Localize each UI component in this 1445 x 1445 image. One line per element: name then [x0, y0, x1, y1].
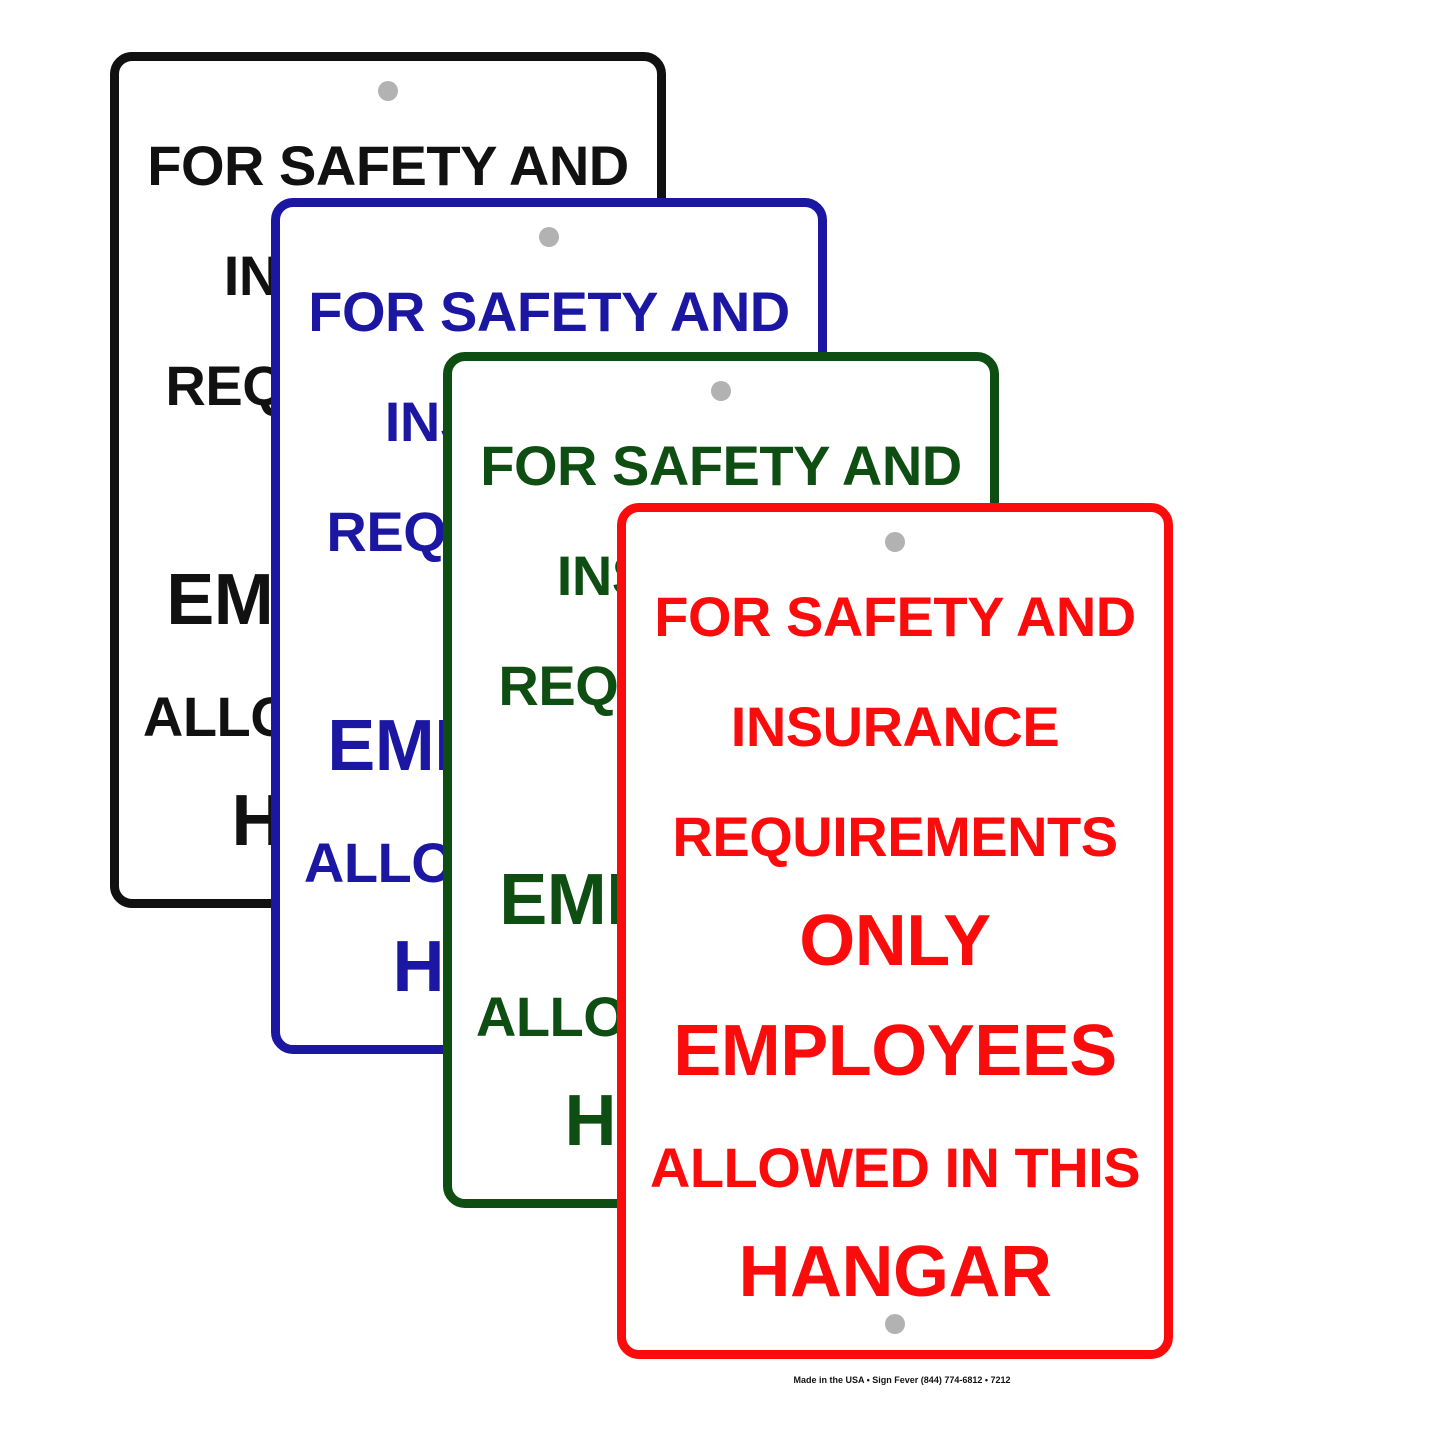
sign-line: FOR SAFETY AND	[147, 134, 629, 197]
sign-line: INSURANCE	[730, 695, 1060, 758]
sign-red: FOR SAFETY AND INSURANCE REQUIREMENTS ON…	[617, 503, 1173, 1359]
mounting-hole-top	[885, 532, 905, 552]
sign-line: FOR SAFETY AND	[654, 585, 1136, 648]
sign-line: EMPLOYEES	[673, 1011, 1117, 1091]
maker-footer: Made in the USA • Sign Fever (844) 774-6…	[793, 1375, 1011, 1385]
sign-line: FOR SAFETY AND	[308, 280, 790, 343]
mounting-hole-bottom	[885, 1314, 905, 1334]
mounting-hole-top	[378, 81, 398, 101]
sign-line: HANGAR	[738, 1232, 1052, 1312]
sign-line: REQUIREMENTS	[672, 805, 1118, 868]
sign-line: FOR SAFETY AND	[480, 434, 962, 497]
mounting-hole-top	[711, 381, 731, 401]
sign-line: ALLOWED IN THIS	[649, 1136, 1141, 1199]
mounting-hole-top	[539, 227, 559, 247]
sign-line: ONLY	[799, 901, 991, 981]
